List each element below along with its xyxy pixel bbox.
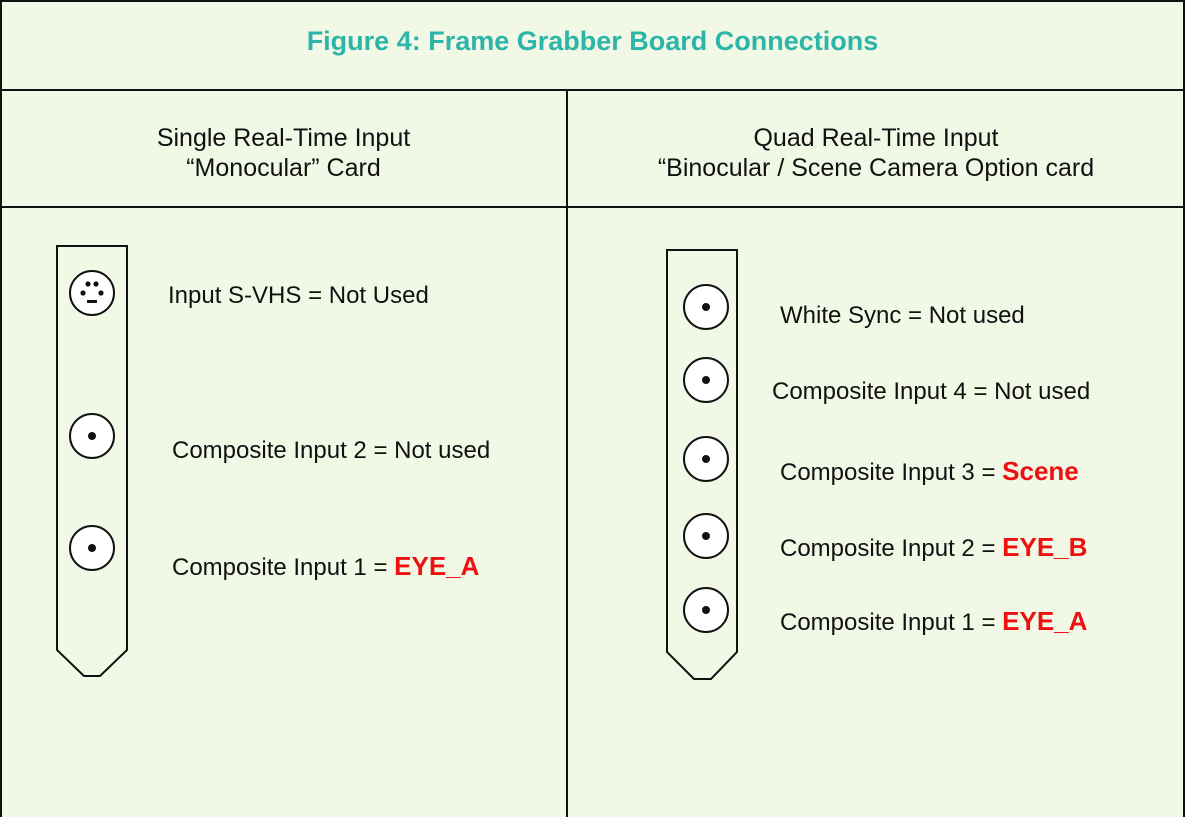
bnc-connector-icon	[683, 513, 729, 559]
left-heading-line1: Single Real-Time Input	[156, 124, 411, 152]
connector-label-composite-2: Composite Input 2 = Not used	[172, 437, 491, 464]
bnc-connector-icon	[683, 436, 729, 482]
bnc-connector-icon	[683, 284, 729, 330]
connector-label-svhs: Input S-VHS = Not Used	[168, 282, 429, 309]
connector-label-white-sync: White Sync = Not used	[780, 302, 1025, 329]
bnc-connector-icon	[683, 587, 729, 633]
right-column-heading: Quad Real-Time Input “Binocular / Scene …	[567, 123, 1185, 183]
card-bracket-outline	[666, 249, 738, 680]
quad-card	[666, 249, 738, 680]
bnc-connector-icon	[69, 413, 115, 459]
connector-label-composite-3: Composite Input 3 = Scene	[780, 456, 1079, 486]
svhs-connector-icon	[69, 270, 115, 316]
figure-title: Figure 4: Frame Grabber Board Connection…	[306, 26, 879, 56]
card-bracket-outline	[56, 245, 128, 677]
left-column-heading: Single Real-Time Input “Monocular” Card	[0, 123, 567, 183]
signal-value-eye-a-quad: EYE_A	[1002, 606, 1088, 636]
signal-value-eye-a: EYE_A	[394, 551, 480, 581]
right-heading-line2: “Binocular / Scene Camera Option card	[657, 154, 1095, 182]
right-heading-line1: Quad Real-Time Input	[753, 124, 999, 152]
connector-label-composite-2-quad: Composite Input 2 = EYE_B	[780, 532, 1088, 562]
bnc-connector-icon	[69, 525, 115, 571]
connector-label-composite-4: Composite Input 4 = Not used	[772, 378, 1091, 405]
monocular-card	[56, 245, 128, 677]
connector-label-composite-1: Composite Input 1 = EYE_A	[172, 551, 480, 581]
connector-label-composite-1-quad: Composite Input 1 = EYE_A	[780, 606, 1088, 636]
bnc-connector-icon	[683, 357, 729, 403]
signal-value-eye-b: EYE_B	[1002, 532, 1088, 562]
left-heading-line2: “Monocular” Card	[186, 154, 381, 182]
signal-value-scene: Scene	[1002, 456, 1079, 486]
